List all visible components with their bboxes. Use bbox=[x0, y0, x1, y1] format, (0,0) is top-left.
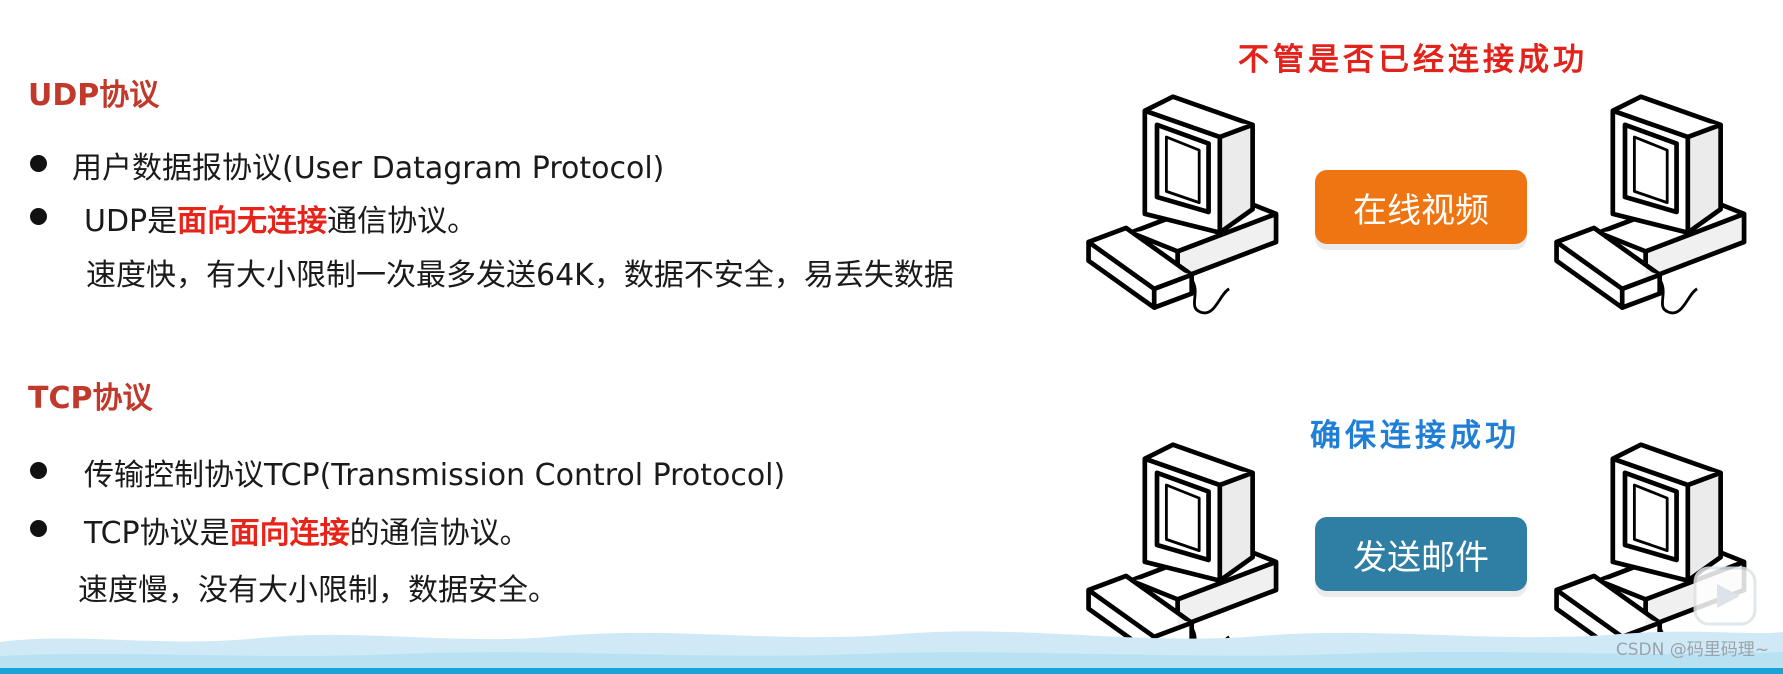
send-email-label: 发送邮件 bbox=[1315, 517, 1527, 591]
tcp-connection-highlight: 面向连接 bbox=[229, 516, 350, 551]
udp-section-title: UDP协议 bbox=[28, 78, 160, 113]
water-wave-decoration bbox=[0, 631, 1783, 674]
udp-connection-prefix: UDP是 bbox=[84, 204, 178, 239]
udp-connection-suffix: 通信协议。 bbox=[327, 204, 478, 239]
tcp-connection-type-line: TCP协议是面向连接的通信协议。 bbox=[84, 508, 530, 552]
tcp-connection-suffix: 的通信协议。 bbox=[349, 516, 530, 551]
play-icon[interactable] bbox=[1690, 560, 1760, 630]
udp-diagram-caption: 不管是否已经连接成功 bbox=[1238, 42, 1588, 78]
watermark: CSDN @码里码理~ bbox=[1615, 640, 1769, 660]
tcp-connection-prefix: TCP协议是 bbox=[84, 516, 230, 551]
udp-characteristics-text: 速度快，有大小限制一次最多发送64K，数据不安全，易丢失数据 bbox=[86, 258, 954, 293]
computer-icon bbox=[1540, 92, 1770, 317]
udp-definition-text: 用户数据报协议(User Datagram Protocol) bbox=[72, 151, 665, 186]
tcp-definition-text: 传输控制协议TCP(Transmission Control Protocol) bbox=[84, 458, 786, 493]
tcp-section-title: TCP协议 bbox=[28, 381, 153, 416]
udp-connection-type-line: UDP是面向无连接通信协议。 bbox=[84, 196, 477, 240]
udp-connection-highlight: 面向无连接 bbox=[177, 204, 328, 239]
bullet-marker bbox=[30, 520, 47, 537]
online-video-label: 在线视频 bbox=[1315, 170, 1527, 244]
tcp-diagram-caption: 确保连接成功 bbox=[1310, 418, 1520, 454]
bullet-marker bbox=[30, 208, 47, 225]
tcp-characteristics-text: 速度慢，没有大小限制，数据安全。 bbox=[78, 573, 558, 608]
computer-icon bbox=[1072, 92, 1302, 317]
bullet-marker bbox=[30, 462, 47, 479]
bullet-marker bbox=[30, 155, 47, 172]
